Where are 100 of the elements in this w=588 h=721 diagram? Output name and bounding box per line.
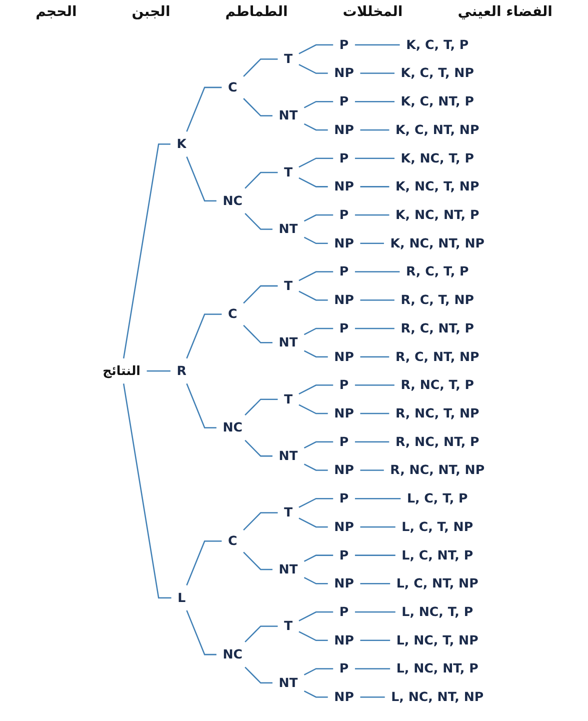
node-text: K, C, NT, P: [401, 94, 474, 109]
column-heading: الطماطم: [225, 4, 288, 22]
node-text: T: [284, 391, 294, 406]
connector: [299, 518, 328, 528]
connector: [304, 577, 328, 584]
column-heading: الفضاء العيني: [458, 4, 552, 22]
connector: [299, 271, 334, 282]
connector: [245, 398, 278, 416]
connector: [299, 611, 334, 622]
connector: [304, 214, 334, 222]
node-text: K, NC, NT, P: [396, 207, 480, 222]
node-text: NP: [334, 689, 354, 704]
node-text: T: [284, 51, 294, 66]
node-text: R, C, NT, P: [401, 320, 474, 336]
connector: [355, 214, 390, 216]
node-text: P: [340, 207, 350, 222]
connector: [147, 370, 171, 372]
node-text: C: [228, 533, 238, 548]
node-text: R, NC, NT, NP: [390, 462, 485, 478]
node-text: NP: [334, 348, 354, 364]
connector: [186, 610, 217, 656]
node-text: NC: [223, 192, 243, 208]
connector: [360, 526, 396, 528]
node-text: T: [284, 164, 294, 180]
connector: [186, 383, 217, 428]
connector: [299, 290, 328, 301]
connector: [123, 144, 171, 358]
node-text: P: [340, 320, 350, 336]
connector: [244, 512, 278, 531]
connector: [360, 470, 384, 471]
node-text: R, NC, T, P: [401, 377, 474, 392]
connector: [304, 101, 334, 108]
connector: [304, 123, 328, 131]
connector: [355, 498, 402, 500]
node-text: K, NC, NT, NP: [390, 236, 485, 250]
connector: [304, 350, 328, 358]
node-text: NP: [334, 292, 354, 308]
connector: [360, 640, 390, 641]
connector: [360, 299, 395, 301]
node-text: K, C, T, NP: [401, 65, 474, 80]
node-text: NP: [334, 178, 354, 194]
connector: [355, 101, 395, 102]
node-text: P: [340, 37, 350, 52]
node-text: L, C, NT, NP: [396, 576, 479, 591]
node-text: NP: [334, 632, 354, 648]
node-text: NT: [279, 448, 298, 464]
node-text: R: [177, 363, 187, 378]
connector: [304, 441, 334, 448]
node-text: NC: [223, 420, 243, 435]
node-text: T: [284, 278, 294, 294]
connector: [355, 271, 400, 272]
connector: [299, 44, 334, 54]
node-text: NT: [279, 221, 298, 236]
connector: [299, 177, 328, 188]
connector: [355, 554, 396, 556]
node-text: NP: [334, 236, 354, 250]
connector: [355, 668, 390, 670]
node-text: NP: [334, 65, 354, 80]
node-text: L, NC, T, P: [402, 604, 474, 620]
node-text: NP: [334, 462, 354, 478]
connector: [360, 356, 390, 358]
connector: [304, 690, 328, 698]
node-text: T: [284, 504, 294, 520]
node-text: P: [340, 434, 350, 449]
node-text: L, C, NT, P: [402, 547, 474, 562]
connector: [186, 156, 217, 202]
node-text: NT: [279, 334, 298, 350]
node-text: P: [340, 150, 350, 166]
node-text: K, NC, T, NP: [396, 178, 480, 194]
node-text: R, NC, NT, P: [396, 434, 480, 449]
connector: [355, 44, 400, 46]
column-heading: الجبن: [132, 4, 170, 22]
node-text: L, NC, T, NP: [396, 632, 479, 648]
connector: [244, 285, 278, 304]
node-text: T: [284, 618, 294, 634]
node-text: NC: [223, 646, 243, 662]
node-text: P: [340, 264, 350, 279]
node-text: R, C, T, P: [406, 264, 470, 279]
node-text: K, C, NT, NP: [396, 122, 480, 138]
connector: [244, 98, 273, 116]
connector: [304, 464, 328, 471]
column-heading: المخللات: [342, 4, 403, 22]
connector: [299, 384, 334, 394]
node-text: P: [340, 604, 350, 620]
connector: [186, 86, 222, 132]
connector: [360, 583, 390, 584]
connector: [360, 186, 390, 188]
node-text: C: [228, 306, 238, 322]
node-text: NT: [279, 562, 298, 577]
connector: [244, 552, 273, 570]
connector: [245, 440, 273, 457]
connector: [304, 554, 334, 562]
column-heading: الحجم: [36, 4, 77, 22]
connector: [244, 58, 278, 77]
node-text: P: [340, 547, 350, 562]
connector: [304, 328, 334, 336]
connector: [360, 129, 390, 131]
connector: [304, 668, 334, 676]
connector: [355, 328, 395, 330]
connector: [245, 172, 278, 189]
